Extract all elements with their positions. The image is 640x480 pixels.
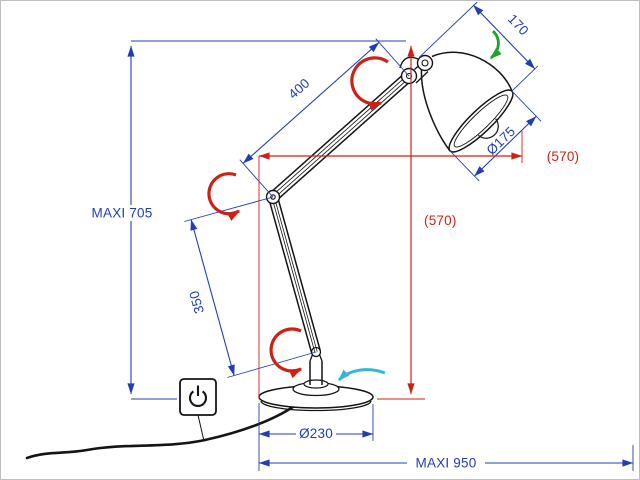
shade-dome-outline xyxy=(431,51,513,92)
lower-arm-bar xyxy=(267,197,313,354)
ext-line xyxy=(511,90,542,122)
shade-cap-knob xyxy=(421,59,429,67)
dimension-upper-arm-length xyxy=(242,41,380,164)
tilt-arrow-shade xyxy=(489,30,502,60)
lower-arm-bar xyxy=(276,195,322,352)
lamp-power-cord xyxy=(25,399,303,460)
power-leader-line xyxy=(197,414,205,442)
power-icon-arc xyxy=(189,390,207,407)
ext-line xyxy=(184,196,274,222)
power-button-callout xyxy=(179,378,217,442)
rotation-arrow-lower-arm xyxy=(269,327,303,379)
movement-arrows xyxy=(207,30,502,382)
base-stem xyxy=(309,361,323,385)
ext-line xyxy=(239,159,274,198)
label-max-height: MAXI 705 xyxy=(92,206,153,221)
power-button-box xyxy=(179,378,217,416)
power-icon xyxy=(189,385,207,407)
ext-line xyxy=(227,351,317,378)
ext-line xyxy=(375,38,410,77)
rotation-arrow-head-joint xyxy=(350,56,389,111)
power-cord-line xyxy=(25,399,303,460)
shade-rim xyxy=(448,89,514,153)
head-joint-hook xyxy=(399,56,419,69)
lamp-base xyxy=(258,346,374,412)
label-bg xyxy=(296,426,336,441)
label-max-reach: MAXI 950 xyxy=(416,456,477,471)
rotation-arrow-elbow xyxy=(207,172,241,221)
lower-arm-spring xyxy=(273,196,318,352)
label-bg xyxy=(407,455,485,471)
lamp-elbow-joint xyxy=(265,189,281,205)
label-reach-570: (570) xyxy=(547,149,580,164)
ext-line xyxy=(419,1,478,58)
lamp-lower-arm xyxy=(267,195,322,354)
label-base-diameter: Ø230 xyxy=(299,426,333,441)
shade-dome-outline xyxy=(420,69,451,152)
red-dimension-lines xyxy=(258,45,523,400)
blue-extension-lines xyxy=(131,1,634,471)
base-hub-inner xyxy=(303,379,329,389)
dimension-lower-arm-length xyxy=(190,219,235,376)
dimension-shade-diameter xyxy=(474,115,537,177)
ext-line xyxy=(511,65,539,92)
label-height-570: (570) xyxy=(424,213,457,228)
lamp-head-joint xyxy=(399,56,419,85)
base-bottom-rim xyxy=(260,400,372,412)
label-lower-arm-length: 350 xyxy=(186,289,207,315)
swivel-arrow-base xyxy=(337,368,386,382)
label-head-depth: 170 xyxy=(505,11,532,38)
label-bg xyxy=(90,205,154,221)
dimension-head-depth xyxy=(472,4,536,70)
lower-arm-spring xyxy=(271,197,316,353)
label-upper-arm-length: 400 xyxy=(285,75,312,102)
